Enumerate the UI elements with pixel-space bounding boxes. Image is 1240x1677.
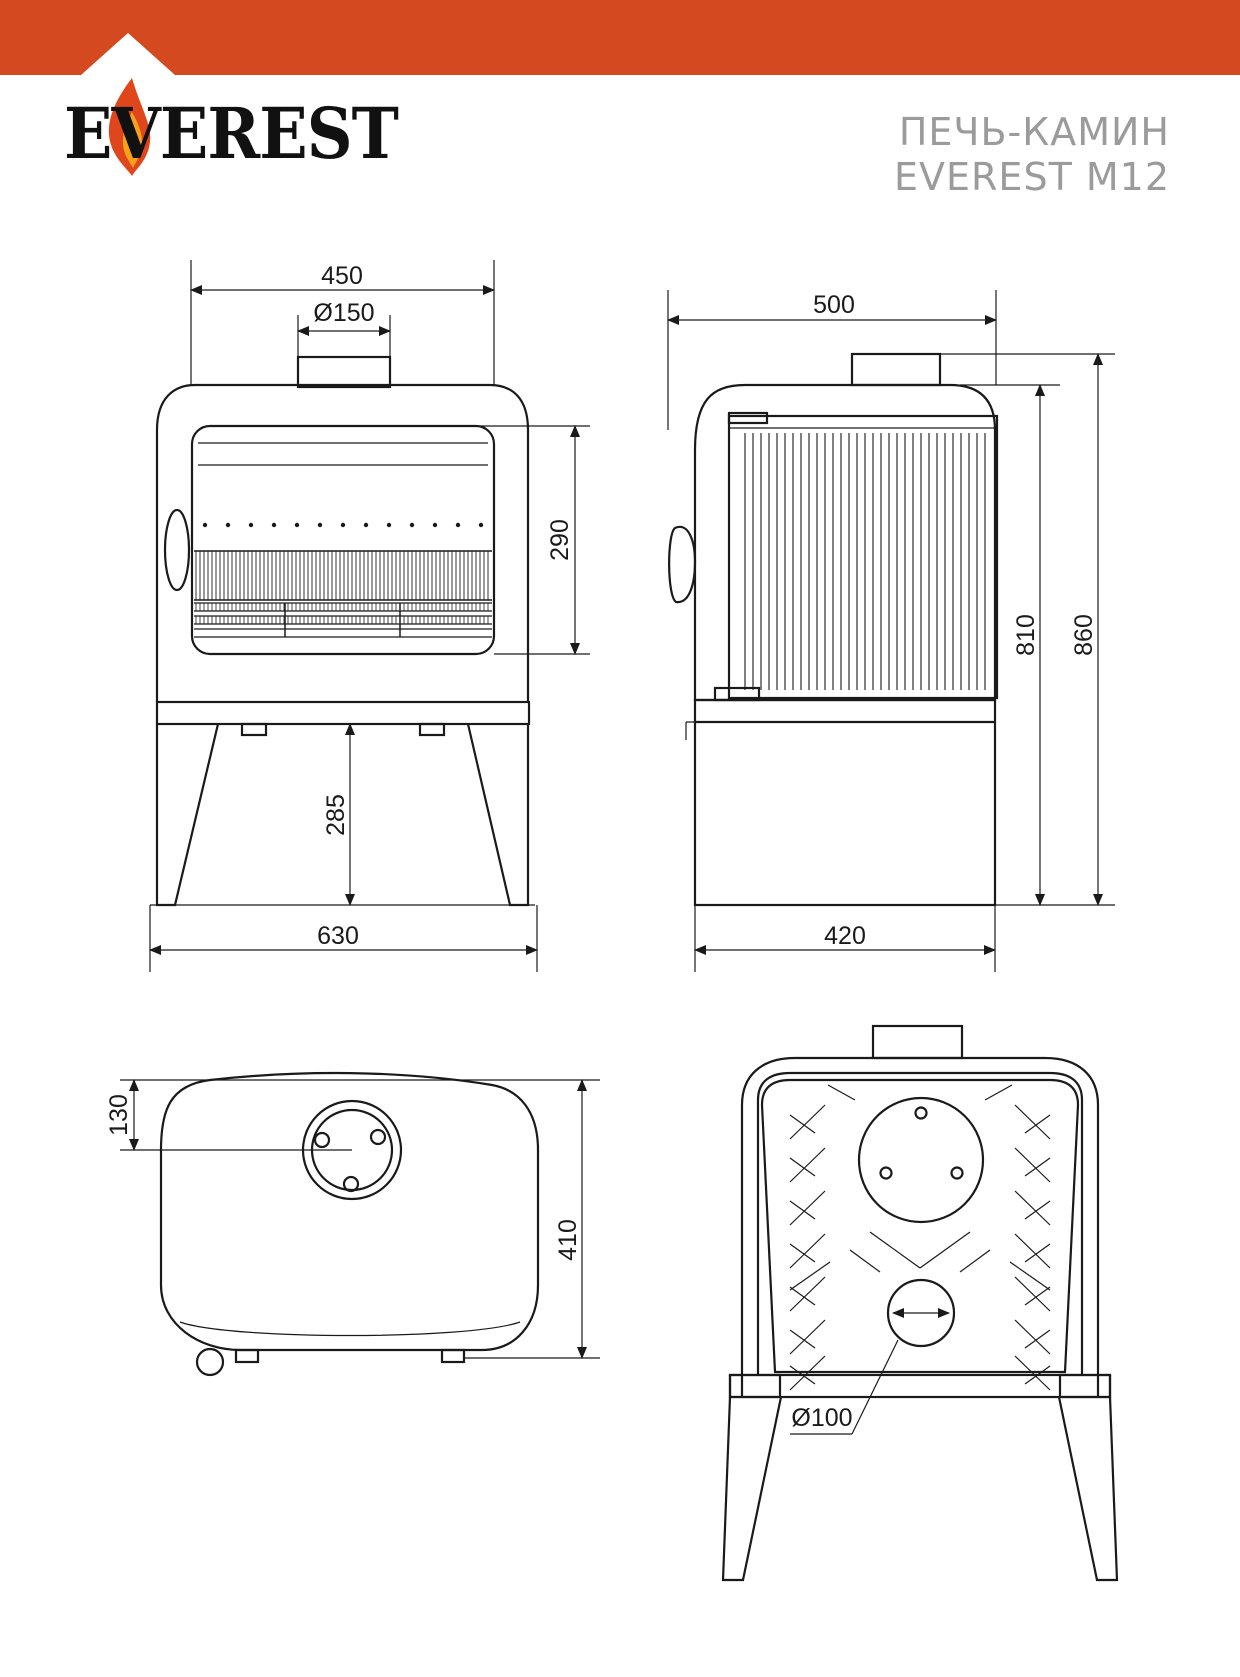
dim-leg-height: 285 [150,723,535,906]
rear-leg-right [1057,1396,1119,1582]
dim-air-inlet-diameter-label: Ø100 [791,1404,852,1432]
top-bolt-2 [369,1128,387,1146]
header-band [0,0,1240,75]
dim-leg-height-label: 285 [322,794,350,836]
dim-front-width: 450 [190,260,495,385]
rear-body-outer [740,1056,1100,1397]
rear-heat-panel [760,1078,1080,1374]
side-door-ribs [744,433,986,690]
front-air-holes [202,522,484,528]
front-glass-door [190,424,496,656]
dim-body-height-label: 810 [1012,614,1040,656]
side-base [693,698,997,907]
top-foot-left [234,1348,260,1364]
side-door-handle [668,525,697,604]
top-front-edge [179,1321,521,1337]
front-leg-right [466,723,530,907]
dim-total-height-label: 860 [1070,614,1098,656]
front-foot-right [418,722,446,737]
front-log-grate [194,550,492,638]
rear-leg-left [721,1396,783,1582]
rear-view: Ø100 [721,1024,1119,1582]
top-bolt-1 [313,1131,331,1149]
front-base-plinth [155,700,531,726]
rear-bolt-3 [950,1166,964,1180]
dim-side-depth: 500 [667,290,997,430]
dim-base-width-label: 630 [317,922,359,950]
dim-flue-offset: 130 [105,1079,600,1151]
dim-air-inlet-diameter: Ø100 [790,1339,899,1435]
dim-side-base-depth: 420 [694,905,996,972]
brand-logo-text: EVEREST [64,92,399,175]
top-bolt-3 [342,1175,360,1193]
front-flue-collar [296,355,392,389]
rear-bolt-2 [879,1166,893,1180]
header: EVEREST ПЕЧЬ-КАМИН EVEREST M12 [0,0,1240,199]
front-leg-left [155,723,220,907]
front-door-handle [163,508,191,592]
top-outline [159,1071,540,1352]
dim-flue-diameter-label: Ø150 [313,299,374,327]
dim-flue-diameter: Ø150 [297,299,391,357]
rear-air-inlet [886,1278,956,1348]
front-view: 450 Ø150 290 285 630 [149,260,590,972]
dim-front-width-label: 450 [321,262,363,290]
rear-body-inner [756,1071,1084,1375]
side-flue-collar [850,352,942,387]
top-view: 130 410 [105,1071,600,1377]
rear-bolt-1 [914,1106,928,1120]
dim-side-depth-label: 500 [813,291,855,319]
brand-logo: EVEREST [64,78,400,176]
rear-flue-collar [871,1024,964,1060]
side-base-latch [685,721,695,740]
product-title-line-1: ПЕЧЬ-КАМИН [899,110,1170,154]
dim-top-depth-label: 410 [554,1219,582,1261]
side-door-panel [727,414,999,700]
side-view: 500 810 860 420 [667,290,1115,972]
top-handle-knob [195,1347,225,1377]
rear-base-bar [728,1373,1112,1399]
dim-top-depth: 410 [464,1079,600,1359]
dim-side-base-depth-label: 420 [824,922,866,950]
side-body [693,383,997,702]
dim-glass-height-label: 290 [546,519,574,561]
rear-chevron-pattern [789,1084,1051,1391]
dim-total-height: 860 [940,353,1115,906]
dim-body-height: 810 [960,384,1060,906]
front-body [155,383,530,702]
product-title-line-2: EVEREST M12 [894,155,1170,199]
dim-glass-height: 290 [370,425,590,655]
dim-flue-offset-label: 130 [105,1094,133,1136]
dim-base-width: 630 [149,905,538,972]
side-door-hinge-top [727,411,769,425]
front-foot-left [240,722,268,737]
rear-flue-opening [857,1096,985,1224]
flame-core-icon [122,112,142,168]
top-foot-right [440,1348,466,1364]
